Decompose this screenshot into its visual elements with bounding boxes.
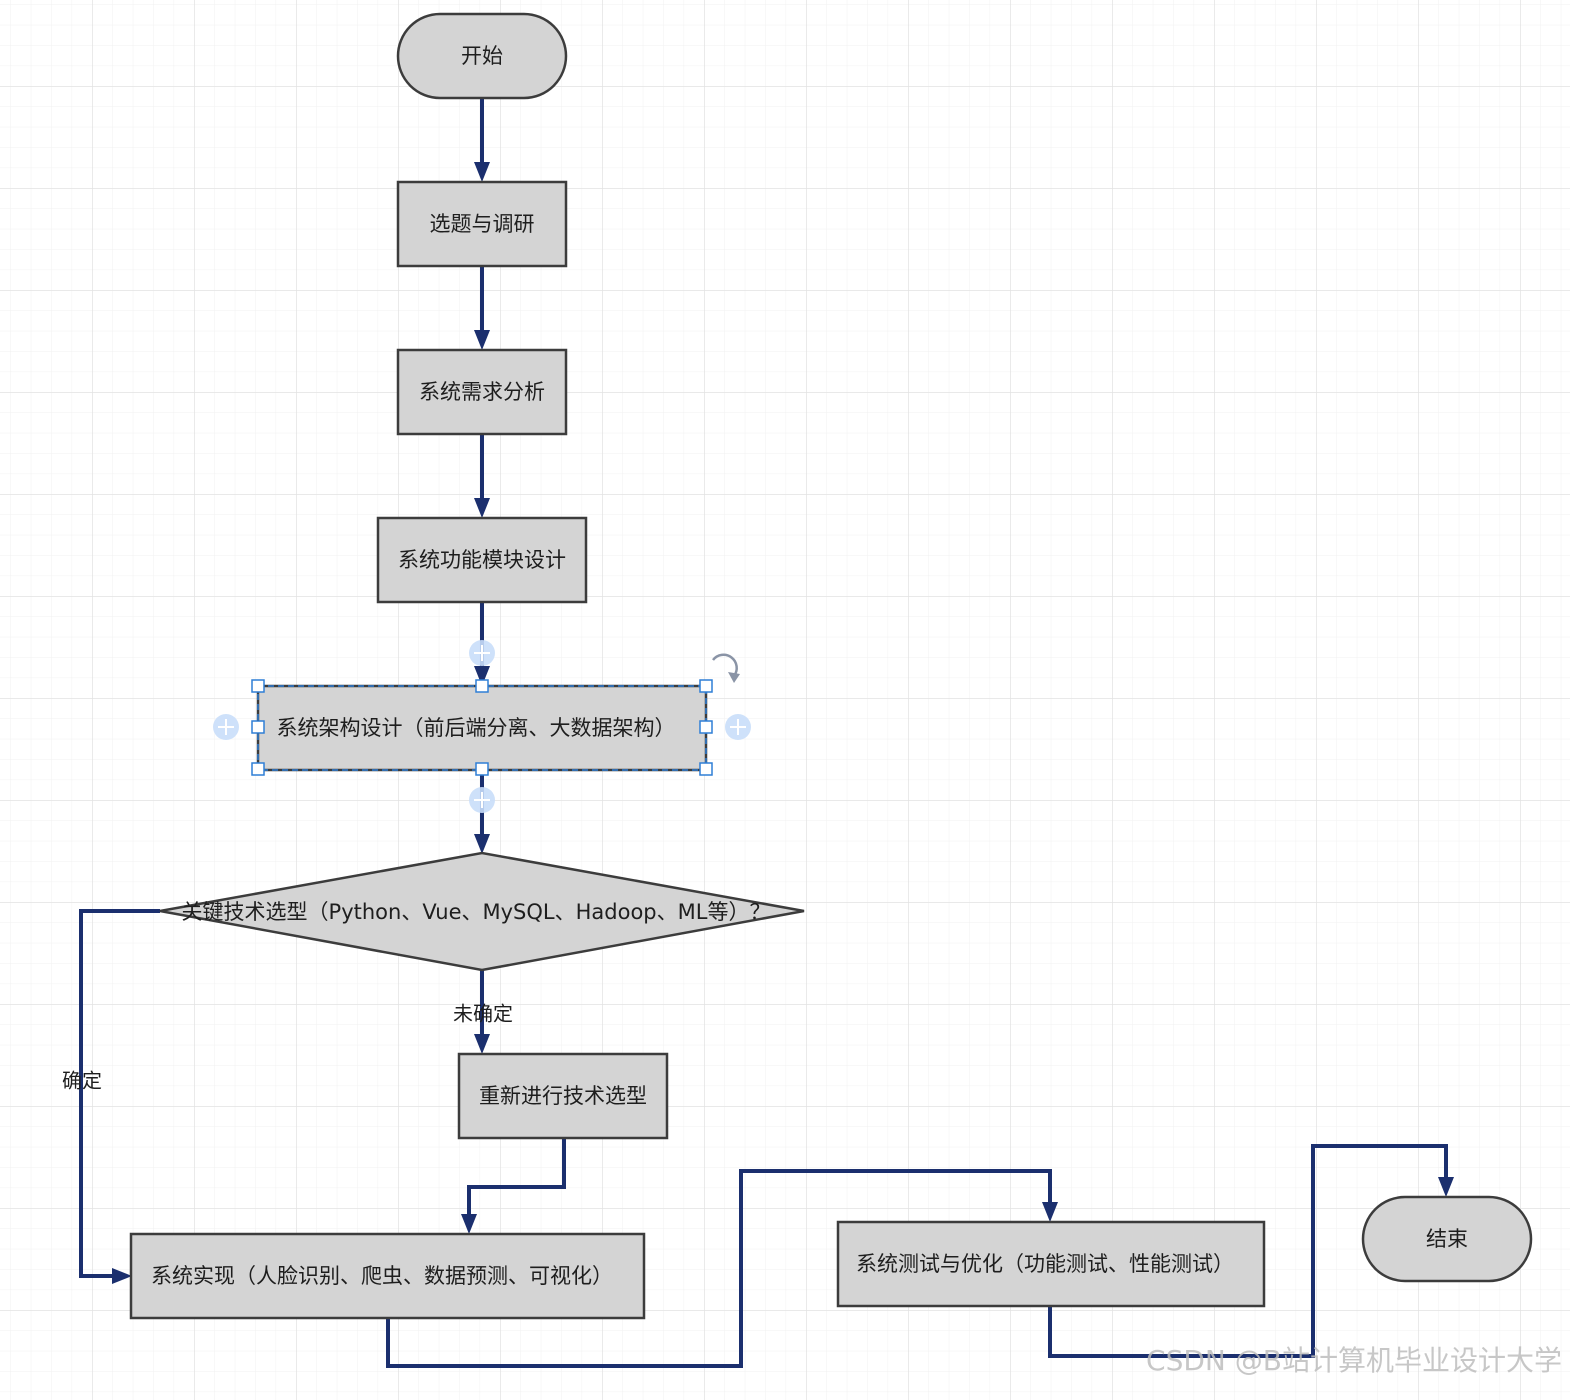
- connector-implementation-testing[interactable]: [386, 1169, 1052, 1368]
- arrowhead: [474, 834, 490, 854]
- resize-handle-ne[interactable]: [699, 679, 713, 693]
- resize-handle-n[interactable]: [475, 679, 489, 693]
- arrowhead: [474, 1034, 490, 1054]
- edge-label-undetermined: 未确定: [453, 1002, 513, 1026]
- decision-label: 关键技术选型（Python、Vue、MySQL、Hadoop、ML等）？: [182, 900, 771, 924]
- connector-reselect-implementation[interactable]: [467, 1138, 566, 1218]
- arrowhead: [474, 498, 490, 518]
- arrowhead: [1042, 1202, 1058, 1222]
- connector-testing-end[interactable]: [1048, 1144, 1448, 1358]
- end-label: 结束: [1426, 1227, 1468, 1251]
- resize-handle-w[interactable]: [251, 720, 265, 734]
- implementation-label: 系统实现（人脸识别、爬虫、数据预测、可视化）: [151, 1264, 613, 1288]
- add-connection-icon[interactable]: [469, 787, 495, 813]
- research-process-box[interactable]: [396, 180, 568, 268]
- requirements-label: 系统需求分析: [419, 380, 545, 404]
- module-design-process-box[interactable]: [376, 516, 588, 604]
- edge-label-determined: 确定: [62, 1069, 102, 1093]
- selection-overlay[interactable]: [213, 640, 751, 813]
- add-connection-icon[interactable]: [213, 714, 239, 740]
- testing-label: 系统测试与优化（功能测试、性能测试）: [856, 1252, 1234, 1276]
- reselect-label: 重新进行技术选型: [479, 1084, 647, 1108]
- resize-handle-se[interactable]: [699, 762, 713, 776]
- resize-handle-s[interactable]: [475, 762, 489, 776]
- tech-selection-decision[interactable]: [159, 851, 805, 972]
- arrowhead: [474, 330, 490, 350]
- resize-handle-sw[interactable]: [251, 762, 265, 776]
- reselect-process-box[interactable]: [457, 1052, 669, 1140]
- implementation-process-box[interactable]: [129, 1232, 646, 1320]
- arrowhead: [112, 1268, 132, 1284]
- end-terminator[interactable]: [1361, 1195, 1533, 1283]
- requirements-process-box[interactable]: [396, 348, 568, 436]
- rotate-icon[interactable]: [712, 653, 740, 683]
- start-label: 开始: [461, 44, 503, 68]
- add-connection-icon[interactable]: [469, 640, 495, 666]
- research-label: 选题与调研: [430, 212, 535, 236]
- start-terminator[interactable]: [396, 12, 568, 100]
- arrowhead: [461, 1214, 477, 1234]
- watermark-text: CSDN @B站计算机毕业设计大学: [1146, 1344, 1562, 1377]
- arrowhead: [474, 666, 490, 686]
- module-design-label: 系统功能模块设计: [398, 548, 566, 572]
- architecture-label: 系统架构设计（前后端分离、大数据架构）: [277, 716, 676, 740]
- arrowhead: [474, 162, 490, 182]
- connector-decision-implementation[interactable]: [79, 909, 160, 1278]
- resize-handle-e[interactable]: [699, 720, 713, 734]
- architecture-process-box[interactable]: [256, 684, 708, 772]
- resize-handle-nw[interactable]: [251, 679, 265, 693]
- add-connection-icon[interactable]: [725, 714, 751, 740]
- testing-process-box[interactable]: [836, 1220, 1266, 1308]
- arrowhead: [1438, 1177, 1454, 1197]
